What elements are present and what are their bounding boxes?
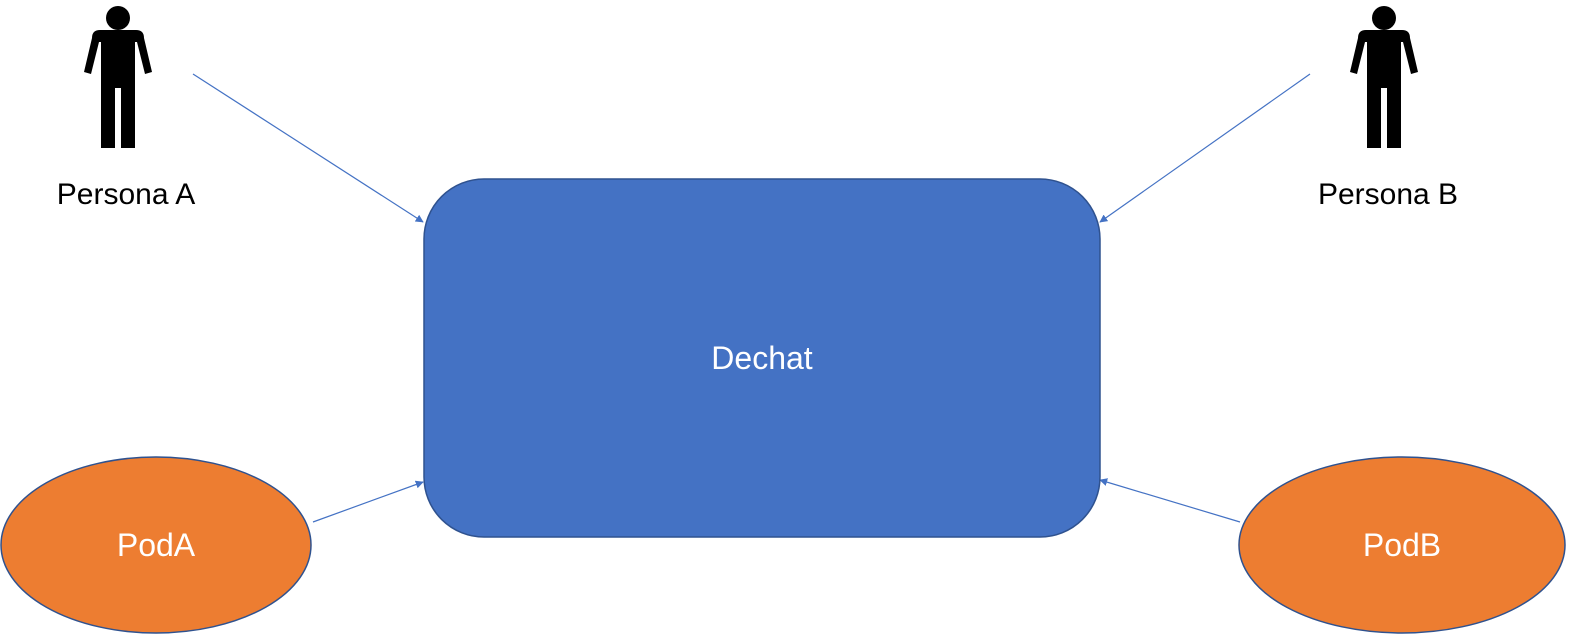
dechat-label: Dechat bbox=[711, 340, 813, 376]
persona-a-label: Persona A bbox=[57, 178, 195, 211]
arrow-pod-a-to-dechat bbox=[312, 480, 424, 523]
pod-b-node: PodB bbox=[1238, 456, 1566, 634]
pod-a-ellipse bbox=[0, 456, 312, 634]
persona-b-label: Persona B bbox=[1318, 178, 1458, 211]
dechat-node: Dechat bbox=[423, 178, 1101, 538]
pod-a-label: PodA bbox=[117, 527, 196, 563]
arrow-persona-b-to-dechat bbox=[1099, 73, 1311, 223]
persona-b-node: Persona B bbox=[1318, 6, 1458, 211]
arrow-persona-a-to-dechat bbox=[192, 73, 424, 223]
dechat-box bbox=[423, 178, 1101, 538]
pod-a-node: PodA bbox=[0, 456, 312, 634]
pod-b-label: PodB bbox=[1363, 527, 1441, 563]
pod-b-ellipse bbox=[1238, 456, 1566, 634]
persona-a-node: Persona A bbox=[57, 6, 195, 211]
person-icon bbox=[1350, 6, 1418, 148]
arrow-pod-b-to-dechat bbox=[1099, 478, 1241, 523]
person-icon bbox=[84, 6, 152, 148]
